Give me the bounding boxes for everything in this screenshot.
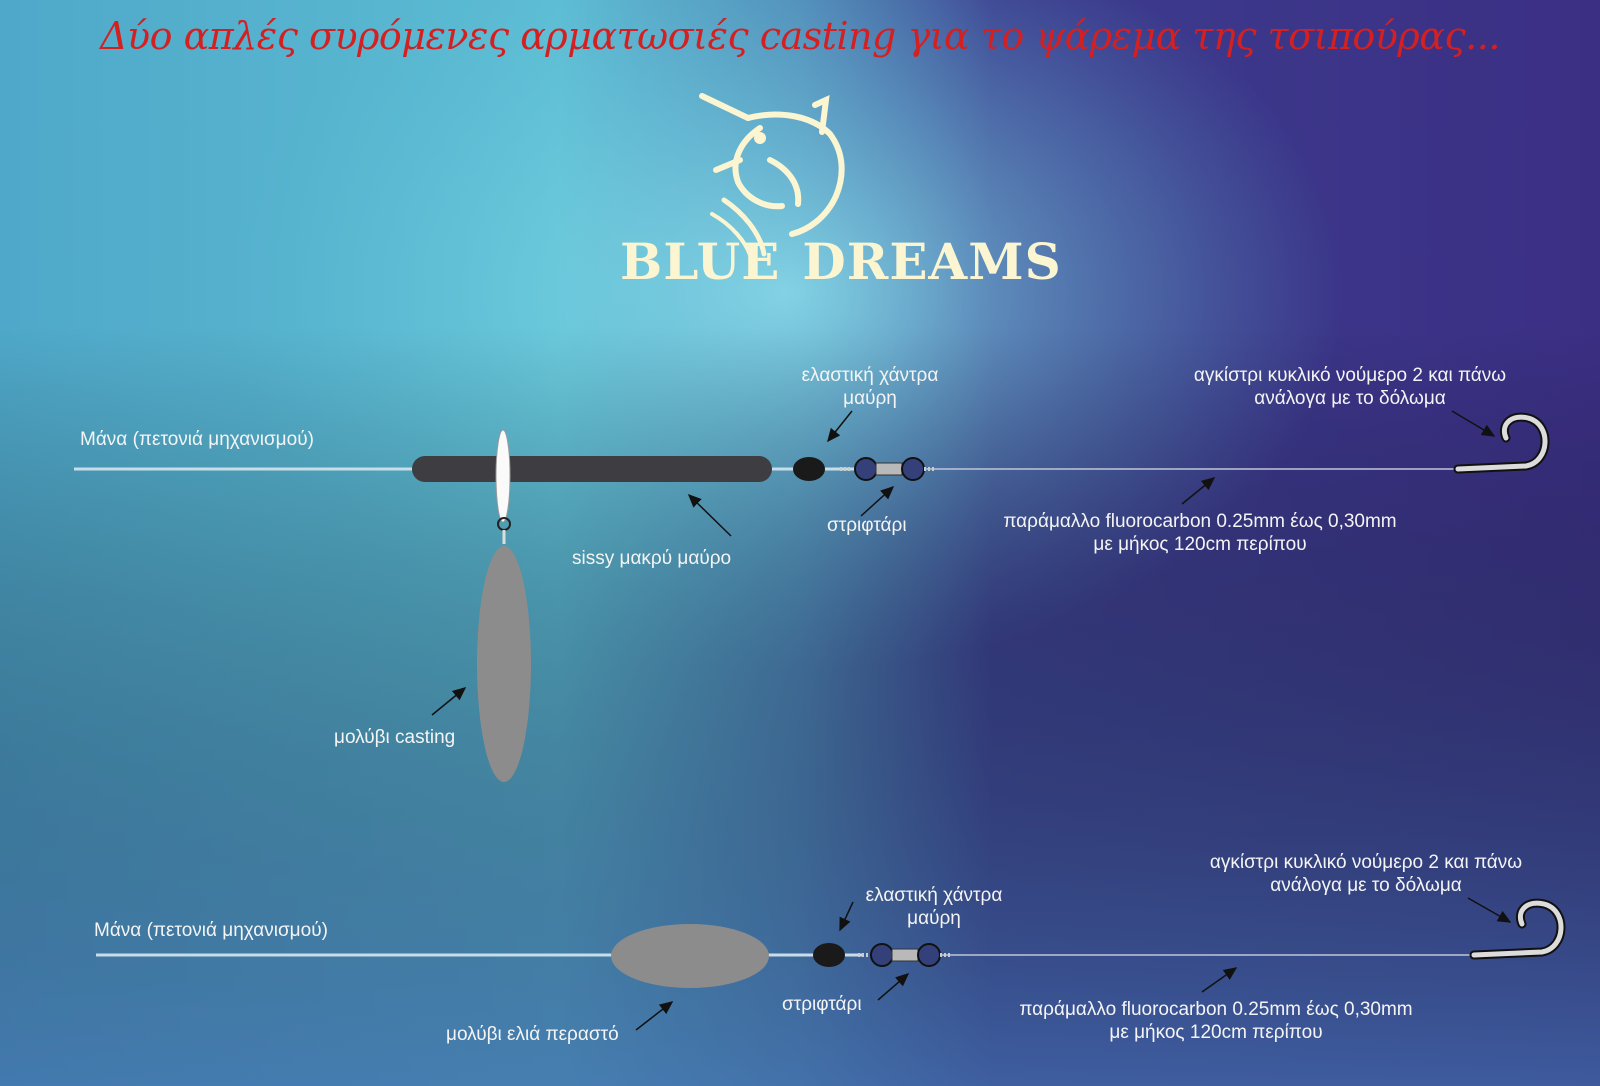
rig1-hook-line2: ανάλογα με το δόλωμα bbox=[1254, 388, 1446, 409]
rig1-swivel-label: στριφτάρι bbox=[827, 515, 907, 536]
rig1-float-label: sissy μακρύ μαύρο bbox=[572, 548, 732, 569]
rig1-hook-label: αγκίστρι κυκλικό νούμερο 2 και πάνω ανάλ… bbox=[1150, 364, 1550, 410]
arrow-leader-2 bbox=[1201, 967, 1238, 993]
rig2-hook-line1: αγκίστρι κυκλικό νούμερο 2 και πάνω bbox=[1209, 852, 1523, 873]
page-title: Δύο απλές συρόμενες αρματωσιές casting γ… bbox=[100, 14, 1500, 58]
rig2-hook-label: αγκίστρι κυκλικό νούμερο 2 και πάνω ανάλ… bbox=[1166, 851, 1566, 897]
rig1-main-line-label: Μάνα (πετονιά μηχανισμού) bbox=[80, 429, 314, 450]
rig1-bead-label: ελαστική χάντρα μαύρη bbox=[770, 364, 970, 410]
arrow-hook-2 bbox=[1467, 897, 1512, 923]
arrow-olive bbox=[635, 1001, 674, 1031]
rig1-sinker-label: μολύβι casting bbox=[334, 727, 456, 748]
rig1-rubber-bead bbox=[793, 457, 825, 481]
rig2-swivel bbox=[858, 943, 952, 967]
arrow-bead-2 bbox=[839, 901, 854, 932]
arrow-swivel bbox=[860, 485, 895, 517]
rig2-main-line-label: Μάνα (πετονιά μηχανισμού) bbox=[94, 920, 328, 941]
rig1-bead-line1: ελαστική χάντρα bbox=[801, 365, 939, 386]
arrow-sinker bbox=[431, 687, 467, 716]
rig2-leader-line1: παράμαλλο fluorocarbon 0.25mm έως 0,30mm bbox=[1019, 999, 1413, 1020]
rig1-hook-line1: αγκίστρι κυκλικό νούμερο 2 και πάνω bbox=[1193, 365, 1507, 386]
arrow-bead bbox=[827, 410, 853, 443]
arrow-swivel-2 bbox=[877, 973, 910, 1001]
brand-logo: BLUE DREAMS bbox=[620, 232, 1061, 291]
rig1-casting-sinker bbox=[477, 546, 531, 782]
brand-word-1: BLUE bbox=[620, 232, 781, 291]
arrow-float bbox=[687, 493, 732, 537]
rig1-circle-hook bbox=[1453, 412, 1550, 474]
rig1-leader-label: παράμαλλο fluorocarbon 0.25mm έως 0,30mm… bbox=[960, 510, 1440, 556]
rig1-leader-line1: παράμαλλο fluorocarbon 0.25mm έως 0,30mm bbox=[1003, 511, 1397, 532]
rig2-hook-line2: ανάλογα με το δόλωμα bbox=[1270, 875, 1462, 896]
rig2-leader-label: παράμαλλο fluorocarbon 0.25mm έως 0,30mm… bbox=[976, 998, 1456, 1044]
rig1-sissy-float bbox=[412, 456, 772, 482]
rig1-float-stem bbox=[495, 429, 511, 523]
arrow-leader bbox=[1181, 477, 1216, 505]
rig2-leader-line2: με μήκος 120cm περίπου bbox=[1109, 1022, 1323, 1043]
rig1-swivel bbox=[840, 457, 934, 481]
rig1-leader-line2: με μήκος 120cm περίπου bbox=[1093, 534, 1307, 555]
rig2-bead-label: ελαστική χάντρα μαύρη bbox=[834, 884, 1034, 930]
rig2-bead-line1: ελαστική χάντρα bbox=[865, 885, 1003, 906]
arrow-hook bbox=[1451, 410, 1496, 437]
swordfish-icon bbox=[699, 93, 845, 264]
rig2-rubber-bead bbox=[813, 943, 845, 967]
rig2-bead-line2: μαύρη bbox=[907, 908, 961, 929]
rig1-bead-line2: μαύρη bbox=[843, 388, 897, 409]
rig2-olive-sinker bbox=[611, 924, 769, 988]
brand-word-2: DREAMS bbox=[802, 232, 1062, 291]
rig2-circle-hook bbox=[1469, 898, 1566, 960]
rig2-sinker-label: μολύβι ελιά περαστό bbox=[446, 1024, 619, 1045]
rig2-swivel-label: στριφτάρι bbox=[782, 994, 862, 1015]
